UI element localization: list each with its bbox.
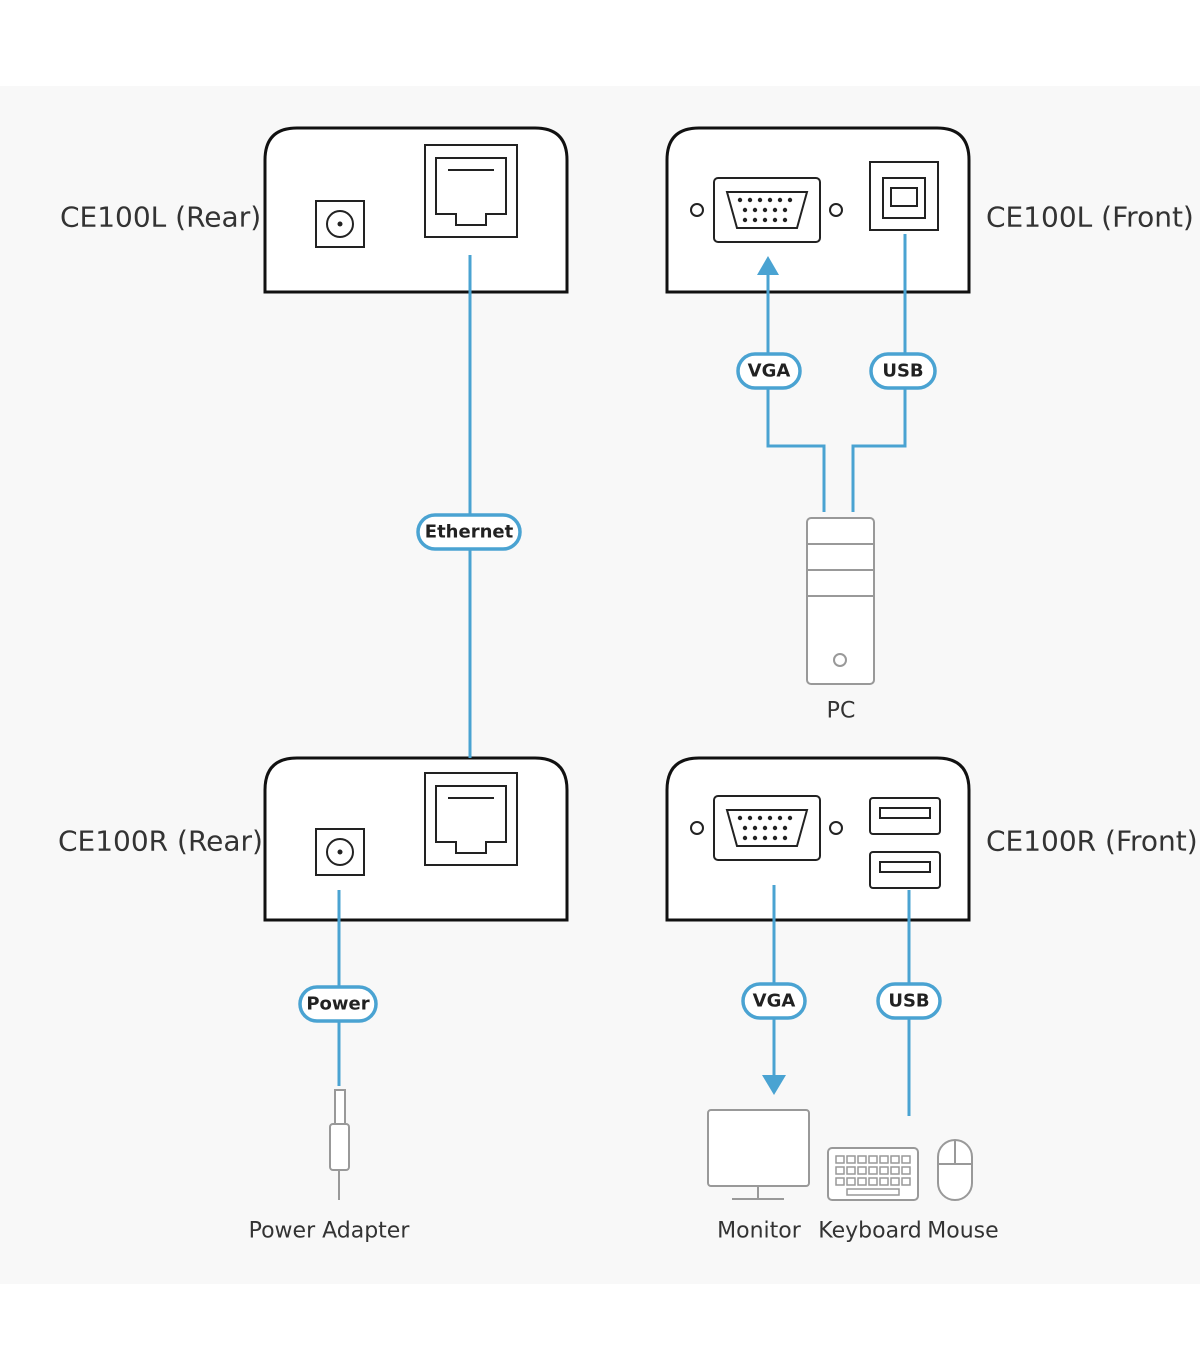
pc-tower-icon: [806, 517, 875, 685]
ce100l-rear-unit: [263, 126, 569, 294]
power-jack-icon: [315, 200, 365, 248]
vga-port-icon: [690, 177, 843, 243]
monitor-label: Monitor: [717, 1219, 802, 1244]
keyboard-label: Keyboard: [818, 1219, 921, 1244]
rj45-port-icon: [424, 144, 518, 238]
vga-cable-label-bottom: VGA: [741, 982, 807, 1020]
keyboard-icon: [827, 1147, 919, 1201]
vga-cable-bottom: [762, 885, 786, 1095]
svg-text:USB: USB: [888, 991, 929, 1012]
svg-text:Power: Power: [306, 994, 369, 1015]
power-jack-icon: [315, 828, 365, 876]
usb-b-port-icon: [869, 161, 939, 231]
monitor-icon: [707, 1109, 810, 1200]
vga-port-icon: [690, 795, 843, 861]
vga-cable-label-top: VGA: [736, 352, 802, 390]
svg-text:Ethernet: Ethernet: [425, 522, 514, 543]
mouse-icon: [937, 1139, 973, 1201]
ce100r-rear-unit: [263, 756, 569, 922]
svg-text:VGA: VGA: [748, 361, 791, 382]
rj45-port-icon: [424, 772, 518, 866]
ce100l-front-unit: [665, 126, 971, 294]
mouse-label: Mouse: [927, 1219, 998, 1244]
ce100r-front-label: CE100R (Front): [986, 825, 1198, 858]
usb-cable-top: [851, 234, 907, 512]
power-plug-icon: [329, 1089, 350, 1200]
power-cable-label: Power: [298, 985, 378, 1023]
power-adapter-label: Power Adapter: [249, 1219, 411, 1244]
ce100r-front-unit: [665, 756, 971, 922]
pc-label: PC: [827, 699, 856, 724]
svg-text:VGA: VGA: [753, 991, 796, 1012]
ce100l-front-label: CE100L (Front): [986, 201, 1194, 234]
usb-a-port-icon: [869, 797, 941, 889]
svg-text:USB: USB: [882, 361, 923, 382]
diagram-background: [0, 86, 1200, 1284]
ce100r-rear-label: CE100R (Rear): [58, 825, 263, 858]
usb-cable-label-bottom: USB: [876, 982, 942, 1020]
usb-cable-label-top: USB: [869, 352, 937, 390]
ce100l-rear-label: CE100L (Rear): [60, 201, 261, 234]
ethernet-cable-label: Ethernet: [416, 513, 522, 551]
